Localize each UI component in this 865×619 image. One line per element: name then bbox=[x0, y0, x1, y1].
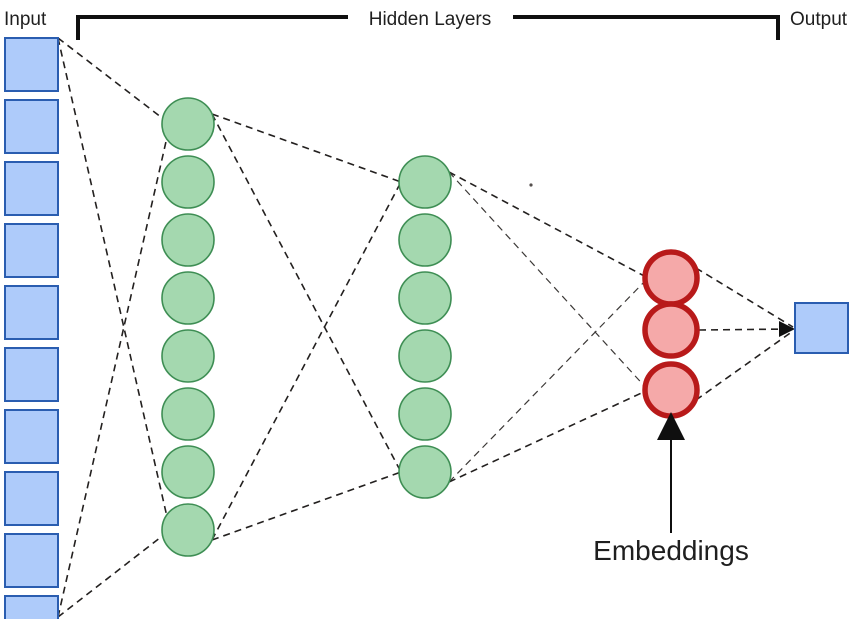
hidden-node[interactable] bbox=[161, 329, 215, 383]
input-node[interactable] bbox=[4, 99, 59, 154]
edge-h1-last-to-h2-first bbox=[211, 181, 402, 541]
output-node[interactable] bbox=[794, 302, 849, 354]
embedding-layer bbox=[642, 249, 700, 419]
stray-dot-artifact bbox=[529, 183, 533, 187]
edge-h2-first-to-emb-last bbox=[448, 171, 649, 391]
input-node[interactable] bbox=[4, 37, 59, 92]
hidden-node[interactable] bbox=[398, 329, 452, 383]
edge-in-top-to-h1-last bbox=[57, 37, 171, 531]
edges-embeddings-to-output bbox=[695, 267, 795, 401]
embedding-node[interactable] bbox=[642, 249, 700, 307]
hidden-node[interactable] bbox=[398, 213, 452, 267]
output-label: Output bbox=[790, 9, 848, 30]
hidden-node[interactable] bbox=[161, 97, 215, 151]
embeddings-callout bbox=[657, 412, 685, 533]
hidden-node[interactable] bbox=[398, 445, 452, 499]
hidden-node[interactable] bbox=[398, 387, 452, 441]
hidden-node[interactable] bbox=[161, 503, 215, 557]
hidden-layers-bracket bbox=[76, 15, 780, 40]
input-node[interactable] bbox=[4, 595, 59, 619]
edge-h1-first-to-h2-first bbox=[211, 113, 402, 183]
bracket-left-segment bbox=[76, 15, 348, 40]
input-label: Input bbox=[4, 9, 47, 30]
input-node[interactable] bbox=[4, 409, 59, 464]
embedding-node[interactable] bbox=[642, 361, 700, 419]
edge-in-bottom-to-h1-first bbox=[57, 123, 171, 618]
hidden-layers-label: Hidden Layers bbox=[369, 9, 492, 30]
output-arrowhead bbox=[779, 321, 795, 337]
input-node[interactable] bbox=[4, 533, 59, 588]
edge-emb-last-to-output bbox=[695, 330, 794, 401]
callout-arrowhead bbox=[657, 412, 685, 440]
embeddings-label: Embeddings bbox=[593, 535, 749, 566]
input-node[interactable] bbox=[4, 347, 59, 402]
output-layer bbox=[794, 302, 849, 354]
hidden-node[interactable] bbox=[161, 445, 215, 499]
hidden-layer-1 bbox=[161, 97, 215, 557]
hidden-node[interactable] bbox=[161, 271, 215, 325]
edge-emb-first-to-output bbox=[695, 267, 794, 328]
edges-hidden2-to-embeddings bbox=[448, 171, 649, 483]
hidden-node[interactable] bbox=[161, 155, 215, 209]
edge-h1-last-to-h2-last bbox=[211, 471, 402, 541]
edges-input-to-hidden1 bbox=[57, 37, 171, 618]
edges-hidden1-to-hidden2 bbox=[211, 113, 402, 541]
hidden-node[interactable] bbox=[161, 213, 215, 267]
input-layer bbox=[4, 37, 59, 619]
hidden-layer-2 bbox=[398, 155, 452, 499]
embedding-node[interactable] bbox=[642, 301, 700, 359]
edge-emb-middle-to-output bbox=[698, 328, 794, 331]
input-node[interactable] bbox=[4, 161, 59, 216]
hidden-node[interactable] bbox=[398, 155, 452, 209]
input-node[interactable] bbox=[4, 285, 59, 340]
hidden-node[interactable] bbox=[398, 271, 452, 325]
input-node[interactable] bbox=[4, 223, 59, 278]
input-node[interactable] bbox=[4, 471, 59, 526]
edge-h2-first-to-emb-first bbox=[448, 171, 649, 279]
edge-h2-last-to-emb-first bbox=[448, 277, 649, 483]
edge-h2-last-to-emb-last bbox=[448, 389, 649, 483]
hidden-node[interactable] bbox=[161, 387, 215, 441]
bracket-right-segment bbox=[513, 15, 780, 40]
edge-h1-first-to-h2-last bbox=[211, 113, 402, 473]
